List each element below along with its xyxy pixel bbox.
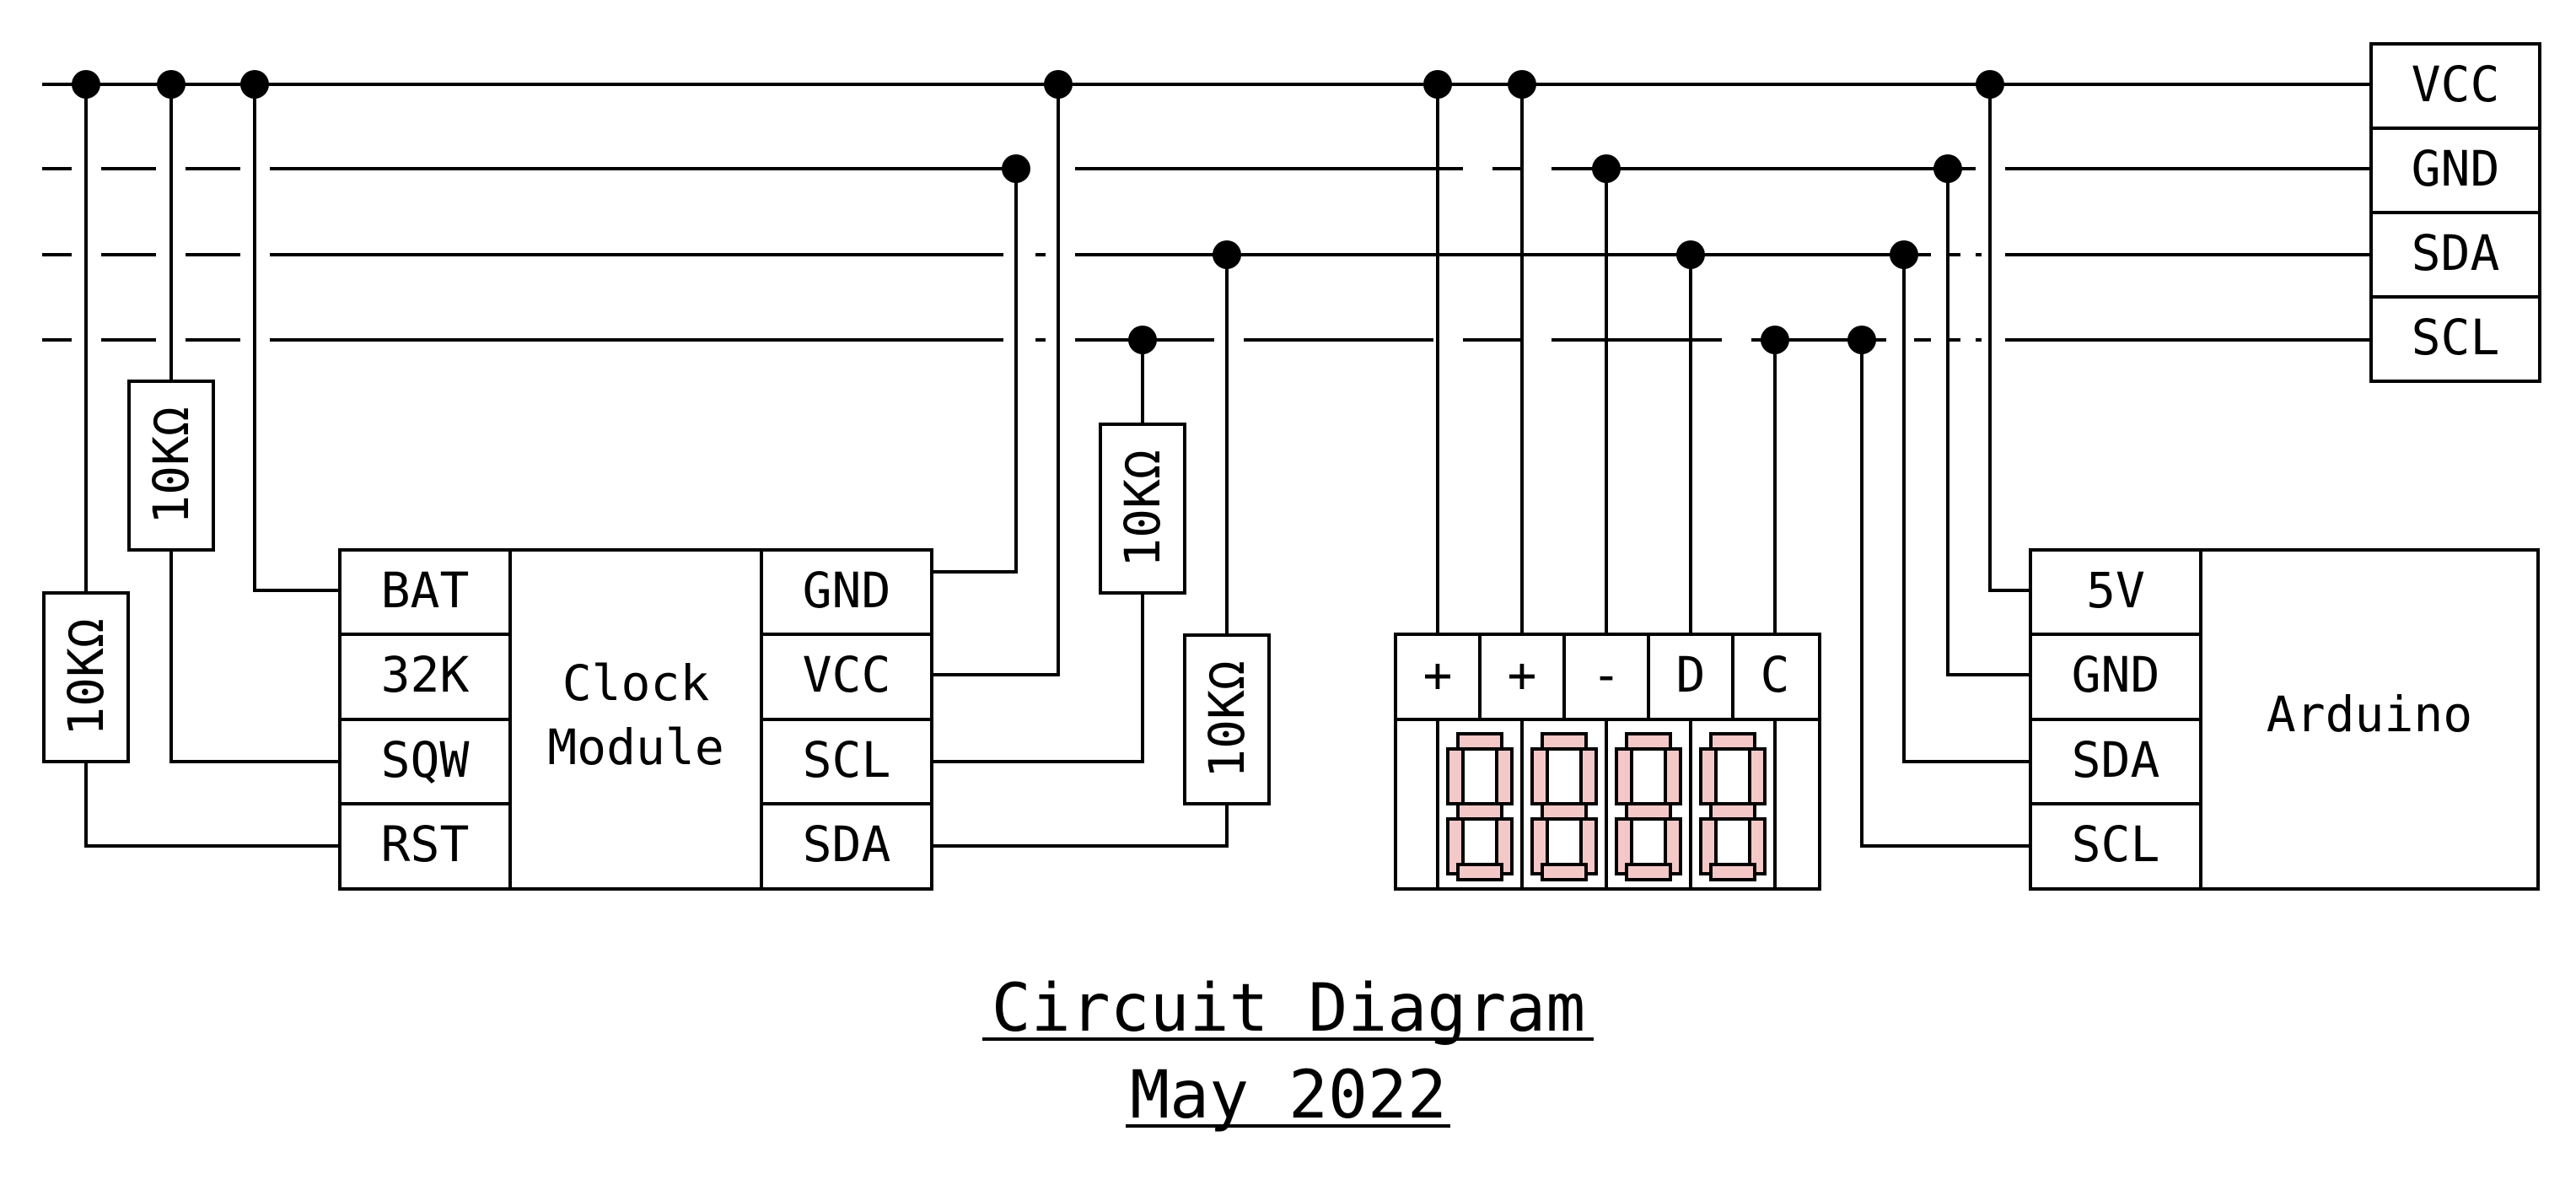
clock-pin-gnd: GND <box>803 562 891 619</box>
junction-dot <box>1933 154 1962 183</box>
clock-pin-scl: SCL <box>803 731 891 789</box>
arduino-pin-scl: SCL <box>2072 816 2160 873</box>
bus-label-box-sda <box>2369 211 2541 299</box>
clock-pin-32k: 32K <box>381 646 470 703</box>
resistor-scl: 10KΩ <box>1099 423 1186 595</box>
junction-dot <box>1847 326 1876 354</box>
display-pin-minus: - <box>1592 646 1621 703</box>
junction-dot <box>1761 326 1789 354</box>
diagram-title: Circuit Diagram May 2022 <box>982 971 1594 1134</box>
display-pin-plus-1: + <box>1423 646 1453 703</box>
title-line2: May 2022 <box>1130 1058 1447 1134</box>
bus-label-scl: SCL <box>2412 309 2500 366</box>
display-pin-plus-2: + <box>1508 646 1537 703</box>
junction-dot <box>1128 326 1157 354</box>
resistor-label: 10KΩ <box>143 407 200 525</box>
arduino-module: 5V GND SDA SCL Arduino <box>2029 548 2540 891</box>
arduino-name: Arduino <box>2267 686 2472 743</box>
clock-pin-sqw: SQW <box>381 731 470 789</box>
junction-dot <box>1213 240 1241 269</box>
bus-label-sda: SDA <box>2412 224 2500 282</box>
junction-dot <box>157 70 186 99</box>
display-pin-c: C <box>1761 646 1790 703</box>
bus-label-box-scl <box>2369 295 2541 383</box>
arduino-wires <box>1860 84 2030 848</box>
seven-segment-digit-3 <box>1615 732 1682 881</box>
bus-label-gnd: GND <box>2412 140 2500 197</box>
resistor-label: 10KΩ <box>1198 660 1256 778</box>
junction-dot <box>72 70 100 99</box>
bus-labels: VCC GND SDA SCL <box>2369 42 2541 383</box>
junction-dot <box>1002 154 1030 183</box>
title-line1: Circuit Diagram <box>992 971 1585 1047</box>
clock-pin-sda: SDA <box>803 816 891 873</box>
resistor-sqw: 10KΩ <box>127 380 215 552</box>
junction-dot <box>1890 240 1918 269</box>
junction-dot <box>240 70 269 99</box>
arduino-pin-gnd: GND <box>2072 646 2160 703</box>
junction-dot <box>1044 70 1073 99</box>
clock-module-name-line2: Module <box>547 719 724 776</box>
junction-dot <box>1423 70 1452 99</box>
seven-segment-digit-2 <box>1530 732 1598 881</box>
resistor-label: 10KΩ <box>1114 450 1171 568</box>
arduino-pin-5v: 5V <box>2086 562 2145 619</box>
clock-module-name-line1: Clock <box>562 654 710 712</box>
resistor-label: 10KΩ <box>57 618 115 736</box>
junction-dot <box>1592 154 1621 183</box>
junction-dot <box>1508 70 1536 99</box>
junction-dot <box>1676 240 1705 269</box>
left-wires <box>84 84 1229 848</box>
junction-dots <box>72 70 2004 354</box>
arduino-pin-sda: SDA <box>2072 731 2160 789</box>
clock-pin-bat: BAT <box>381 562 470 619</box>
display-module: + + - D C <box>1394 633 1821 891</box>
display-pin-d: D <box>1676 646 1706 703</box>
clock-pin-rst: RST <box>381 816 470 873</box>
bus-label-vcc: VCC <box>2412 56 2500 113</box>
clock-module: BAT 32K SQW RST GND VCC SCL SDA Clock Mo… <box>338 548 933 891</box>
seven-segment-digit-1 <box>1446 732 1514 881</box>
display-wires <box>1436 84 1777 634</box>
resistor-rst: 10KΩ <box>42 591 130 763</box>
junction-dot <box>1976 70 2004 99</box>
seven-segment-digit-4 <box>1699 732 1767 881</box>
clock-pin-vcc: VCC <box>803 646 891 703</box>
resistor-sda: 10KΩ <box>1183 633 1271 805</box>
